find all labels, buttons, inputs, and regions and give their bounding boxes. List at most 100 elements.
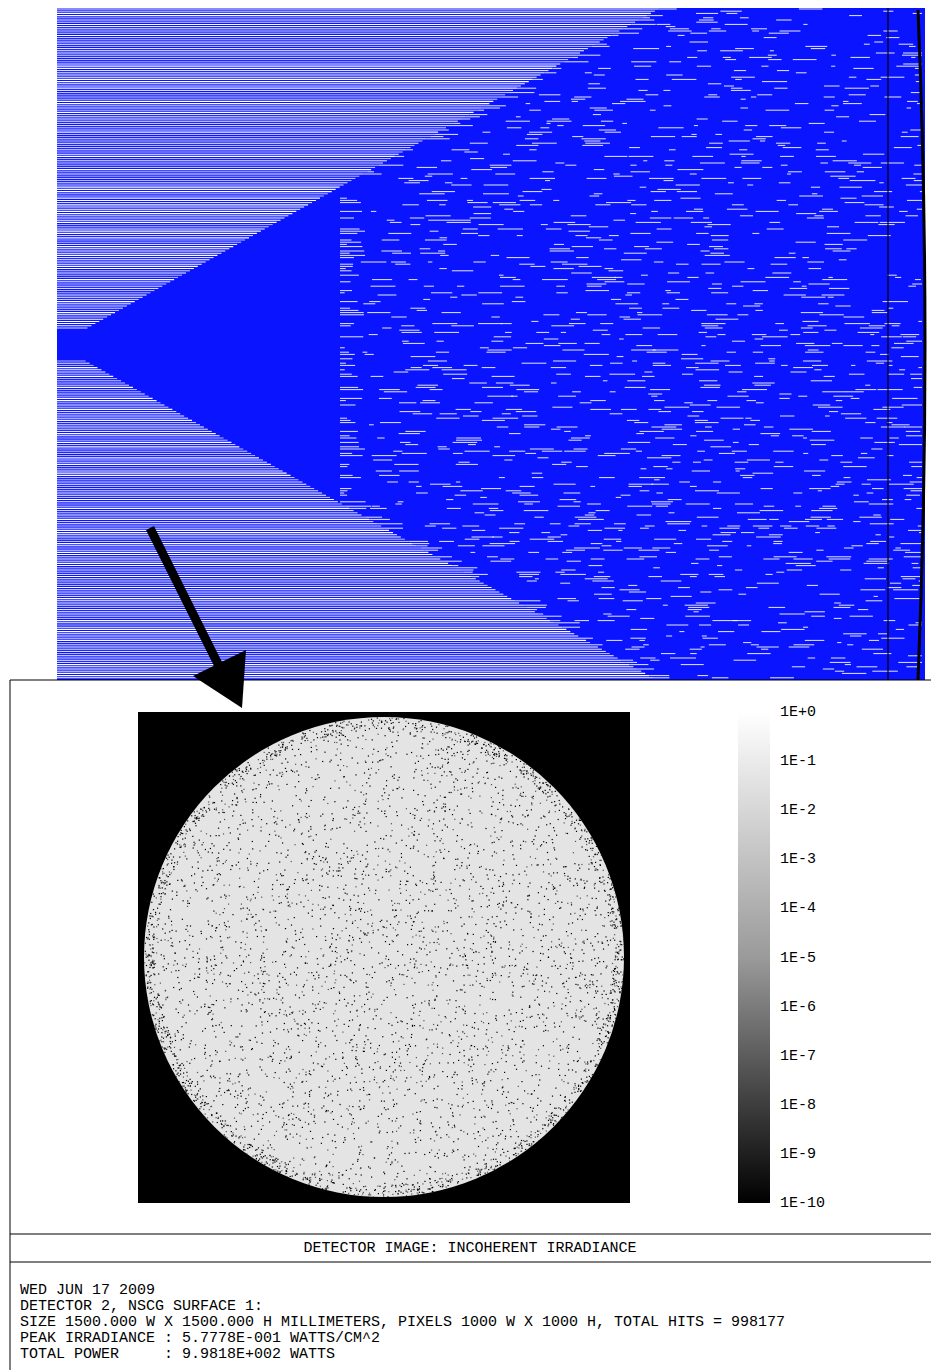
noise-dot [575, 1085, 576, 1086]
noise-dot [406, 1077, 407, 1078]
noise-dot [189, 944, 190, 945]
noise-dot [306, 1178, 307, 1179]
noise-dot [245, 944, 246, 945]
noise-dot [292, 1119, 293, 1120]
noise-dot [432, 911, 433, 912]
noise-dot [157, 997, 158, 998]
noise-dot [149, 939, 150, 940]
noise-dot [270, 759, 271, 760]
noise-dot [615, 926, 616, 927]
noise-dot [202, 1102, 203, 1103]
noise-dot [169, 871, 170, 872]
noise-dot [305, 735, 306, 736]
noise-dot [155, 1028, 156, 1029]
noise-dot [289, 906, 290, 907]
noise-dot [302, 929, 303, 930]
noise-dot [620, 941, 621, 942]
noise-dot [614, 971, 615, 972]
noise-dot [445, 1179, 446, 1180]
noise-dot [571, 823, 572, 824]
noise-dot [520, 1144, 521, 1145]
noise-dot [352, 921, 353, 922]
noise-dot [158, 995, 159, 996]
noise-dot [610, 1021, 611, 1022]
noise-dot [608, 915, 609, 916]
noise-dot [520, 793, 521, 794]
noise-dot [210, 1066, 211, 1067]
noise-dot [413, 1132, 414, 1133]
noise-dot [446, 1186, 447, 1187]
noise-dot [159, 877, 160, 878]
noise-dot [147, 983, 148, 984]
noise-dot [301, 800, 302, 801]
noise-dot [585, 975, 586, 976]
noise-dot [573, 1087, 574, 1088]
noise-dot [489, 905, 490, 906]
noise-dot [210, 959, 211, 960]
noise-dot [180, 1074, 181, 1075]
noise-dot [324, 736, 325, 737]
noise-dot [481, 1169, 482, 1170]
noise-dot [378, 751, 379, 752]
noise-dot [202, 814, 203, 815]
noise-dot [501, 1049, 502, 1050]
noise-dot [231, 1131, 232, 1132]
noise-dot [519, 1052, 520, 1053]
noise-dot [521, 908, 522, 909]
noise-dot [535, 778, 536, 779]
noise-dot [419, 1123, 420, 1124]
noise-dot [491, 746, 492, 747]
noise-dot [341, 961, 342, 962]
noise-dot [372, 762, 373, 763]
noise-dot [185, 929, 186, 930]
noise-dot [564, 822, 565, 823]
noise-dot [366, 799, 367, 800]
noise-dot [281, 742, 282, 743]
noise-dot [258, 816, 259, 817]
noise-dot [447, 752, 448, 753]
noise-dot [175, 1070, 176, 1071]
noise-dot [226, 787, 227, 788]
noise-dot [565, 1096, 566, 1097]
noise-dot [491, 763, 492, 764]
noise-dot [314, 1174, 315, 1175]
noise-dot [510, 842, 511, 843]
noise-dot [433, 872, 434, 873]
noise-dot [437, 1181, 438, 1182]
noise-dot [363, 1186, 364, 1187]
noise-dot [464, 985, 465, 986]
noise-dot [313, 1011, 314, 1012]
noise-dot [536, 1114, 537, 1115]
noise-dot [549, 1118, 550, 1119]
noise-dot [167, 1027, 168, 1028]
noise-dot [174, 1053, 175, 1054]
noise-dot [368, 719, 369, 720]
noise-dot [478, 952, 479, 953]
noise-dot [419, 1192, 420, 1193]
noise-dot [324, 734, 325, 735]
noise-dot [338, 1177, 339, 1178]
noise-dot [339, 898, 340, 899]
noise-dot [487, 1172, 488, 1173]
noise-dot [493, 1159, 494, 1160]
noise-dot [161, 868, 162, 869]
noise-dot [404, 965, 405, 966]
noise-dot [564, 1100, 565, 1101]
noise-dot [265, 1155, 266, 1156]
noise-dot [348, 1193, 349, 1194]
noise-dot [516, 759, 517, 760]
noise-dot [321, 731, 322, 732]
noise-dot [267, 1163, 268, 1164]
noise-dot [383, 1194, 384, 1195]
noise-dot [218, 879, 219, 880]
noise-dot [187, 1075, 188, 1076]
noise-dot [549, 796, 550, 797]
noise-dot [567, 1046, 568, 1047]
noise-dot [550, 786, 551, 787]
noise-dot [350, 822, 351, 823]
noise-dot [571, 821, 572, 822]
noise-dot [202, 1099, 203, 1100]
noise-dot [183, 1082, 184, 1083]
noise-dot [374, 1011, 375, 1012]
noise-dot [396, 718, 397, 719]
